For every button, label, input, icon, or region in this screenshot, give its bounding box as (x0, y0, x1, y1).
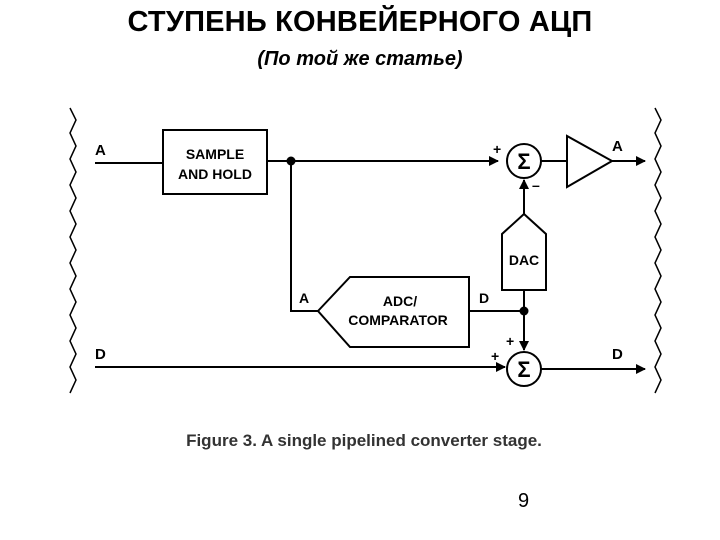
sample-hold-block (162, 129, 268, 195)
adc-input-label: A (299, 290, 309, 306)
sample-hold-line2: AND HOLD (178, 166, 252, 182)
sh-to-adc-line (290, 161, 318, 312)
sum1-plus-sign: + (493, 141, 501, 157)
slide-title: СТУПЕНЬ КОНВЕЙЕРНОГО АЦП (127, 6, 593, 38)
sum2-plus-top: + (506, 333, 514, 349)
slide-subtitle: (По той же статье) (257, 48, 463, 70)
residue-amplifier (566, 134, 615, 189)
right-break-line (654, 107, 662, 394)
left-break-line (69, 107, 77, 394)
adc-label-line2: COMPARATOR (348, 312, 448, 328)
output-a-label: A (612, 138, 623, 155)
sum1-minus-sign: – (532, 177, 540, 193)
adc-label-line1: ADC/ (383, 293, 417, 309)
figure-caption: Figure 3. A single pipelined converter s… (186, 431, 542, 450)
output-d-label: D (612, 346, 623, 363)
sample-hold-line1: SAMPLE (186, 146, 244, 162)
adc-output-label: D (479, 290, 489, 306)
dac-label: DAC (509, 252, 539, 268)
input-d-label: D (95, 346, 106, 363)
sum2-symbol: Σ (517, 357, 530, 382)
sum1-symbol: Σ (517, 149, 530, 174)
sum2-plus-left: + (491, 348, 499, 364)
page-number: 9 (518, 490, 530, 512)
dac-block (501, 212, 547, 291)
input-a-label: A (95, 142, 106, 159)
